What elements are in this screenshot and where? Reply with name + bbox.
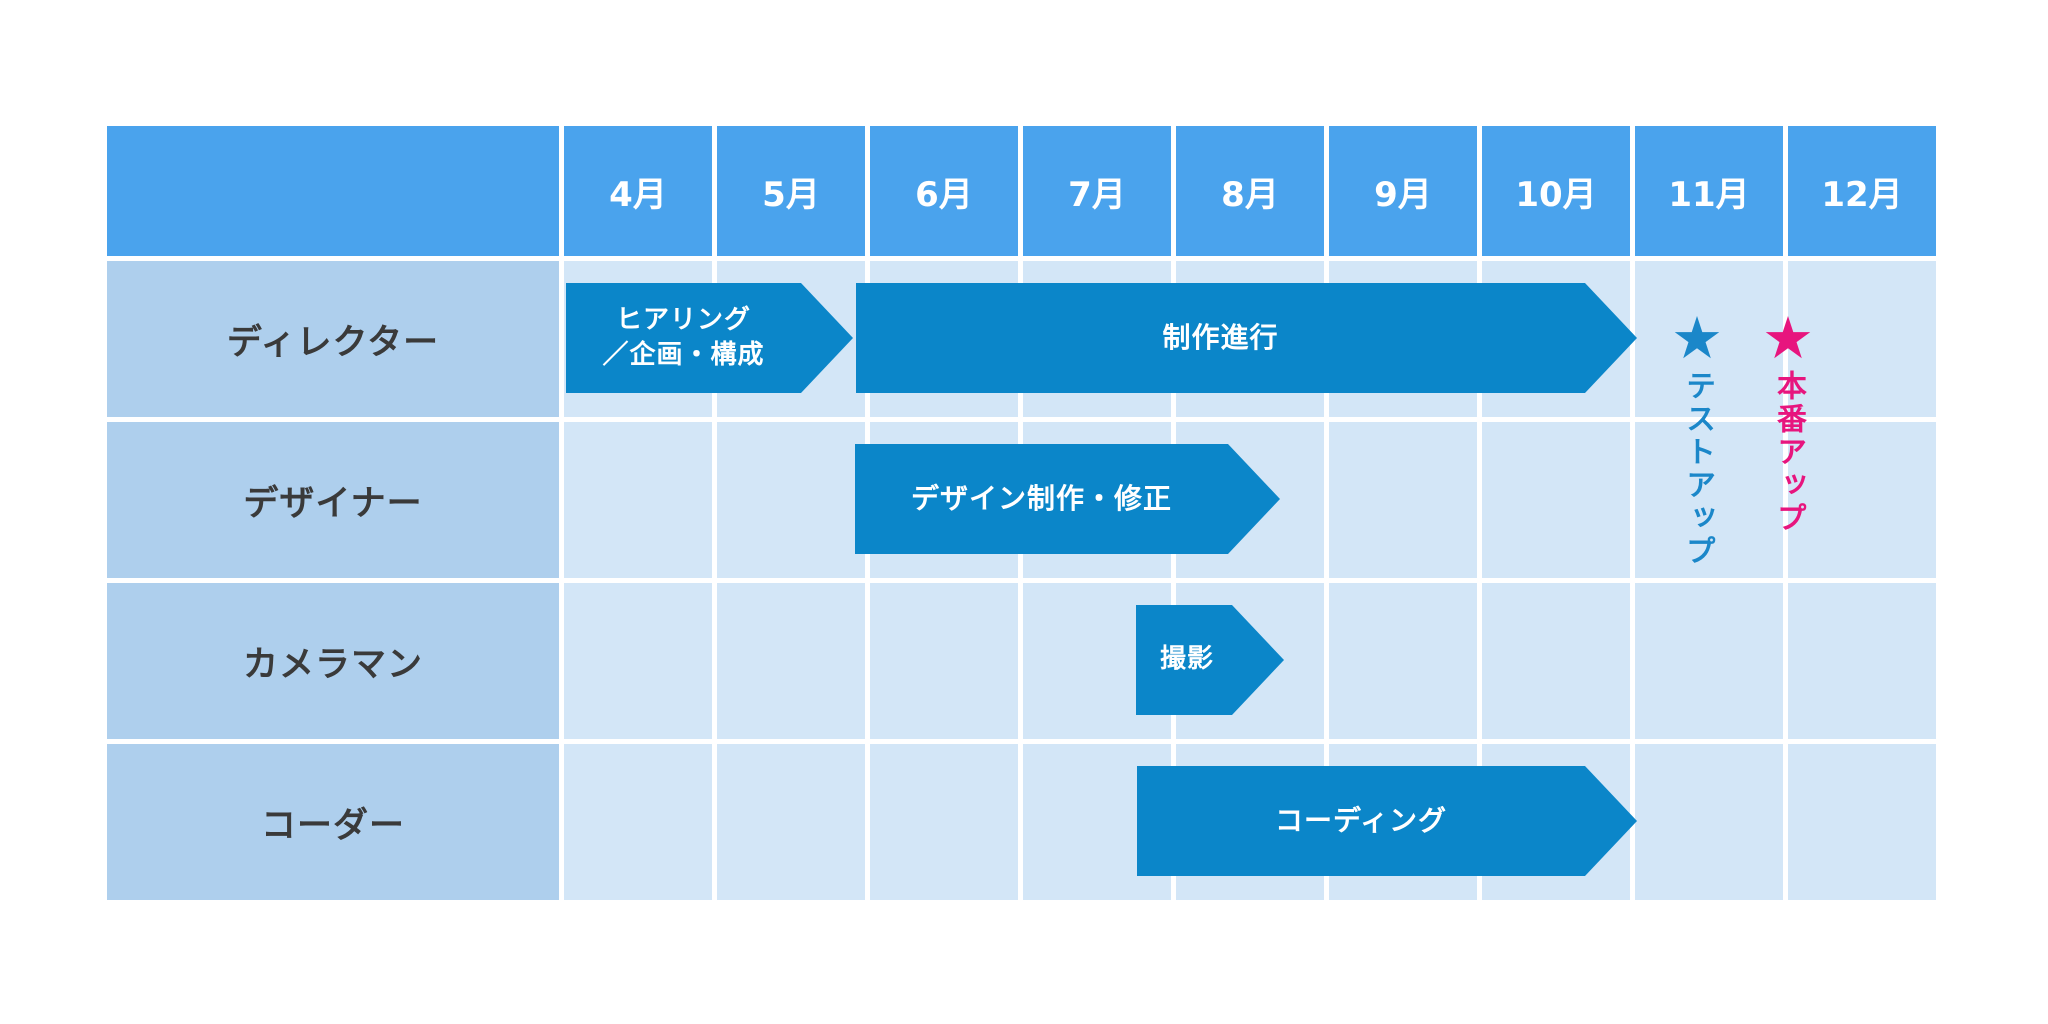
milestone-label-live-up: 本番アップ bbox=[1771, 370, 1806, 535]
grid-cell bbox=[717, 583, 865, 739]
row-label-coder: コーダー bbox=[107, 744, 559, 900]
milestone-label-test-up: テストアップ bbox=[1680, 370, 1715, 568]
corner-header-cell bbox=[107, 126, 559, 256]
task-arrow-label: コーディング bbox=[1274, 804, 1448, 838]
grid-cell bbox=[1788, 422, 1936, 578]
grid-cell bbox=[1482, 583, 1630, 739]
month-header-jun: 6月 bbox=[870, 126, 1018, 256]
grid-cell bbox=[1329, 422, 1477, 578]
task-arrow-coding: コーディング bbox=[1137, 766, 1637, 876]
month-header-apr: 4月 bbox=[564, 126, 712, 256]
month-header-aug: 8月 bbox=[1176, 126, 1324, 256]
grid-cell bbox=[1635, 422, 1783, 578]
milestone-star-icon: ★ bbox=[1762, 304, 1814, 372]
grid-cell bbox=[1482, 422, 1630, 578]
milestone-star-icon: ★ bbox=[1671, 304, 1723, 372]
task-arrow-design-revision: デザイン制作・修正 bbox=[855, 444, 1280, 554]
grid-cell bbox=[870, 583, 1018, 739]
task-arrow-hearing-planning: ヒアリング ／企画・構成 bbox=[566, 283, 853, 393]
grid-cell bbox=[717, 744, 865, 900]
task-arrow-label: デザイン制作・修正 bbox=[910, 482, 1172, 516]
grid-cell bbox=[870, 744, 1018, 900]
month-header-nov: 11月 bbox=[1635, 126, 1783, 256]
grid-cell bbox=[1635, 744, 1783, 900]
grid-cell bbox=[1635, 261, 1783, 417]
task-arrow-production-progress: 制作進行 bbox=[856, 283, 1637, 393]
grid-cell bbox=[1329, 583, 1477, 739]
row-label-designer: デザイナー bbox=[107, 422, 559, 578]
schedule-table-wrap: 4月 5月 6月 7月 8月 9月 10月 11月 12月 ディレクター デザイ… bbox=[107, 126, 1936, 900]
row-label-director: ディレクター bbox=[107, 261, 559, 417]
month-header-oct: 10月 bbox=[1482, 126, 1630, 256]
task-arrow-label: 制作進行 bbox=[1162, 321, 1279, 355]
grid-cell bbox=[1635, 583, 1783, 739]
grid-cell bbox=[564, 422, 712, 578]
grid-cell bbox=[1788, 583, 1936, 739]
row-label-cameraman: カメラマン bbox=[107, 583, 559, 739]
grid-cell bbox=[564, 744, 712, 900]
month-header-may: 5月 bbox=[717, 126, 865, 256]
month-header-sep: 9月 bbox=[1329, 126, 1477, 256]
month-header-dec: 12月 bbox=[1788, 126, 1936, 256]
grid-cell bbox=[564, 583, 712, 739]
grid-cell bbox=[1788, 744, 1936, 900]
grid-cell bbox=[717, 422, 865, 578]
task-arrow-label: 撮影 bbox=[1159, 644, 1214, 675]
grid-cell bbox=[1788, 261, 1936, 417]
month-header-jul: 7月 bbox=[1023, 126, 1171, 256]
task-arrow-label: ヒアリング ／企画・構成 bbox=[602, 304, 765, 370]
